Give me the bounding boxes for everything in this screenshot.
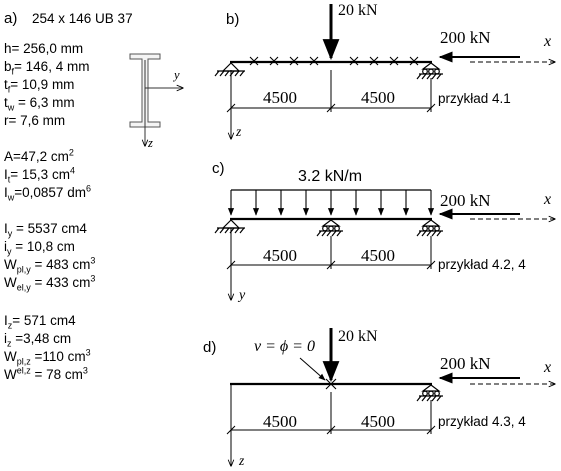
section-axis-y-label: y (174, 68, 180, 82)
point-load-label-b: 20 kN (338, 2, 378, 19)
beam-diagram-c (214, 189, 555, 300)
axial-load-label-c: 200 kN (440, 191, 491, 210)
section-title: 254 x 146 UB 37 (32, 11, 133, 26)
x-axis-label-d: x (544, 359, 552, 376)
beam-diagram-d (226, 328, 555, 466)
axial-load-label-b: 200 kN (440, 28, 491, 47)
span2-label-c: 4500 (361, 246, 395, 265)
prop-bf: bf= 146, 4 mm (4, 59, 90, 77)
span2-label-d: 4500 (361, 412, 395, 431)
constraint-label-d: v = ϕ = 0 (254, 338, 315, 355)
example-label-d: przykład 4.3, 4 (438, 414, 526, 429)
z-axis-label-d: z (239, 453, 245, 468)
diagram-label-c: c) (212, 160, 225, 177)
pin-support-left-c (214, 219, 245, 234)
dimension-line-b (226, 70, 436, 113)
prop-area: A=47,2 cm2 (4, 147, 74, 164)
x-axis-label-b: x (544, 33, 552, 50)
dimension-line-c (226, 236, 436, 270)
axial-load-label-d: 200 kN (440, 354, 491, 373)
roller-support-right-d (416, 384, 443, 402)
pin-support-left-b (214, 62, 245, 77)
y-axis-label-c: y (239, 288, 246, 303)
prop-iw: Iw=0,0857 dm6 (4, 183, 91, 203)
prop-iy: Iy = 5537 cm4 (4, 221, 87, 239)
constraint-leader-d (299, 357, 326, 381)
prop-wely: Wel,y = 433 cm3 (4, 273, 96, 293)
prop-iz: Iz= 571 cm4 (4, 313, 76, 331)
span1-label-d: 4500 (263, 412, 297, 431)
diagram-label-d: d) (203, 339, 217, 356)
beam-diagram-b (214, 4, 555, 139)
section-axis-z-label: z (148, 136, 153, 150)
x-axis-label-c: x (544, 191, 552, 208)
prop-h: h= 256,0 mm (4, 41, 84, 56)
section-label-a: a) (4, 10, 18, 27)
span1-label-c: 4500 (263, 246, 297, 265)
roller-support-mid-c (316, 219, 343, 237)
distributed-load-arrows-c (227, 190, 435, 216)
prop-iy-radius: iy = 10,8 cm (4, 239, 75, 257)
prop-tf: tf= 10,9 mm (4, 77, 75, 95)
prop-r: r= 7,6 mm (4, 113, 66, 128)
dimension-line-d (226, 392, 436, 435)
z-axis-label-b: z (236, 124, 242, 139)
span1-label-b: 4500 (263, 88, 297, 107)
roller-support-right-b (416, 62, 443, 80)
prop-tw: tw = 6,3 mm (4, 95, 75, 113)
example-label-c: przykład 4.2, 4 (438, 257, 526, 272)
prop-welz: Wel,z = 78 cm3 (4, 365, 88, 382)
i-section-drawing (129, 53, 183, 146)
prop-wply: Wpl,y = 483 cm3 (4, 255, 96, 275)
prop-iz-radius: iz =3,48 cm (4, 331, 72, 349)
prop-wplz: Wpl,z =110 cm3 (4, 347, 91, 367)
diagram-label-b: b) (226, 11, 240, 28)
example-label-b: przykład 4.1 (438, 91, 511, 106)
lateral-restraints-b (249, 56, 419, 66)
point-load-label-d: 20 kN (338, 328, 378, 345)
distributed-load-label-c: 3.2 kN/m (298, 168, 363, 185)
roller-support-right-c (416, 219, 443, 237)
prop-it: It= 15,3 cm4 (4, 165, 75, 185)
span2-label-b: 4500 (361, 88, 395, 107)
